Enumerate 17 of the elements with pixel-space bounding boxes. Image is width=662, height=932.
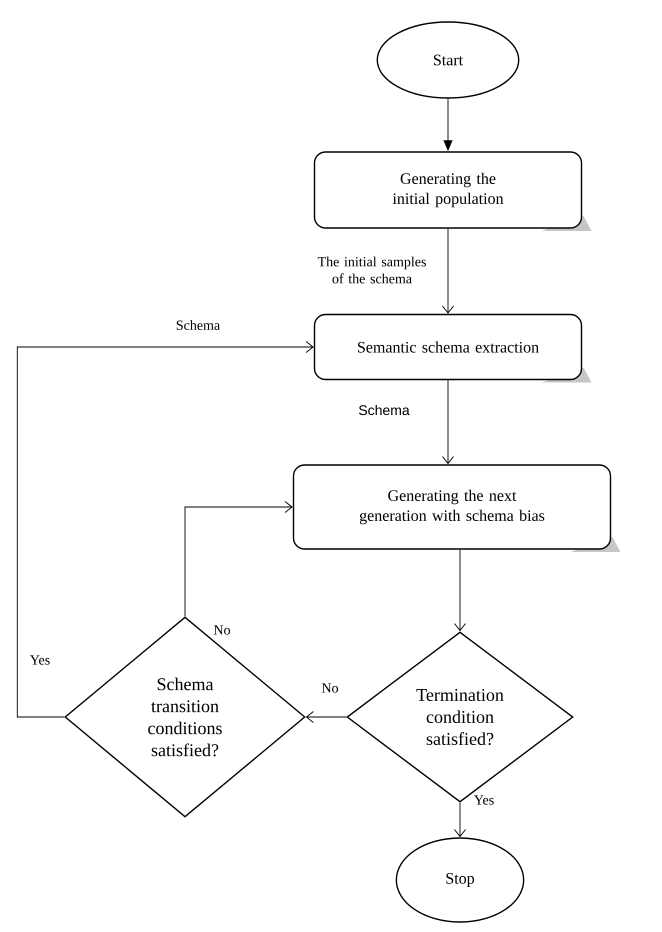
process-box: Generating the next generation with schema bias — [292, 464, 620, 552]
arrow — [184, 501, 293, 617]
arrow — [306, 711, 347, 723]
arrow — [442, 380, 454, 464]
edge-label: Schema — [358, 404, 410, 416]
arrow — [454, 549, 466, 632]
arrow — [442, 228, 454, 314]
edge-label: The initial samples of the schema — [318, 256, 426, 284]
edge-label: Yes — [474, 795, 494, 805]
edge-label: No — [322, 683, 338, 693]
edge-label: No — [214, 625, 230, 635]
edge-label: Yes — [30, 655, 50, 665]
arrow — [454, 802, 466, 838]
arrow — [16, 341, 314, 718]
process-box: Generating the initial population — [314, 151, 592, 231]
process-box: Semantic schema extraction — [314, 314, 592, 382]
text-label: Schema — [176, 320, 220, 330]
